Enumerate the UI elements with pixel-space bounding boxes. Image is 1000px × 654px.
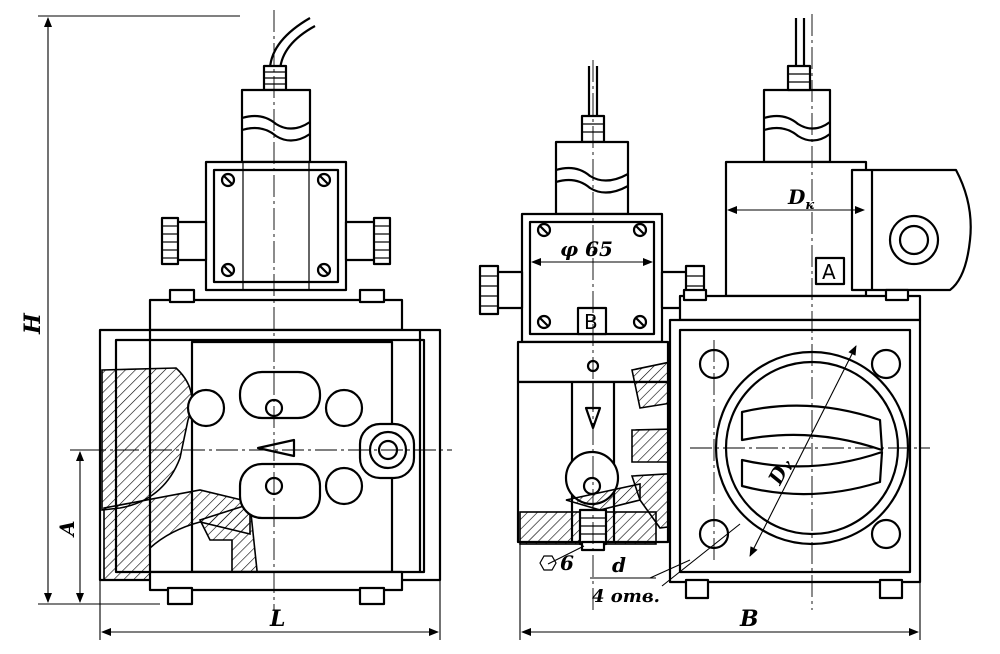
label-b: B: [739, 606, 759, 632]
label-d: d: [612, 553, 626, 577]
dimensions: [38, 15, 921, 640]
box-a: [814, 256, 846, 286]
label-hex6: 6: [560, 551, 574, 575]
label-a: A: [55, 520, 79, 538]
labels: H A L B φ 65 Dк A B Dᵧ 6 d 4 отв.: [20, 185, 836, 632]
label-box-b: B: [584, 310, 598, 334]
label-phi65: φ 65: [560, 237, 613, 261]
box-b: [576, 306, 608, 336]
dim-dy-line: [749, 345, 857, 557]
side-view: [478, 14, 972, 610]
front-cable: [268, 17, 311, 69]
label-box-a: A: [822, 260, 836, 284]
label-l: L: [269, 606, 285, 632]
flow-arrow-icon: [256, 438, 296, 458]
hexagon-icon: [539, 555, 557, 571]
label-dk: Dк: [787, 185, 814, 213]
label-holes: 4 отв.: [592, 586, 660, 607]
front-view: [84, 10, 452, 610]
label-h: H: [20, 312, 46, 335]
